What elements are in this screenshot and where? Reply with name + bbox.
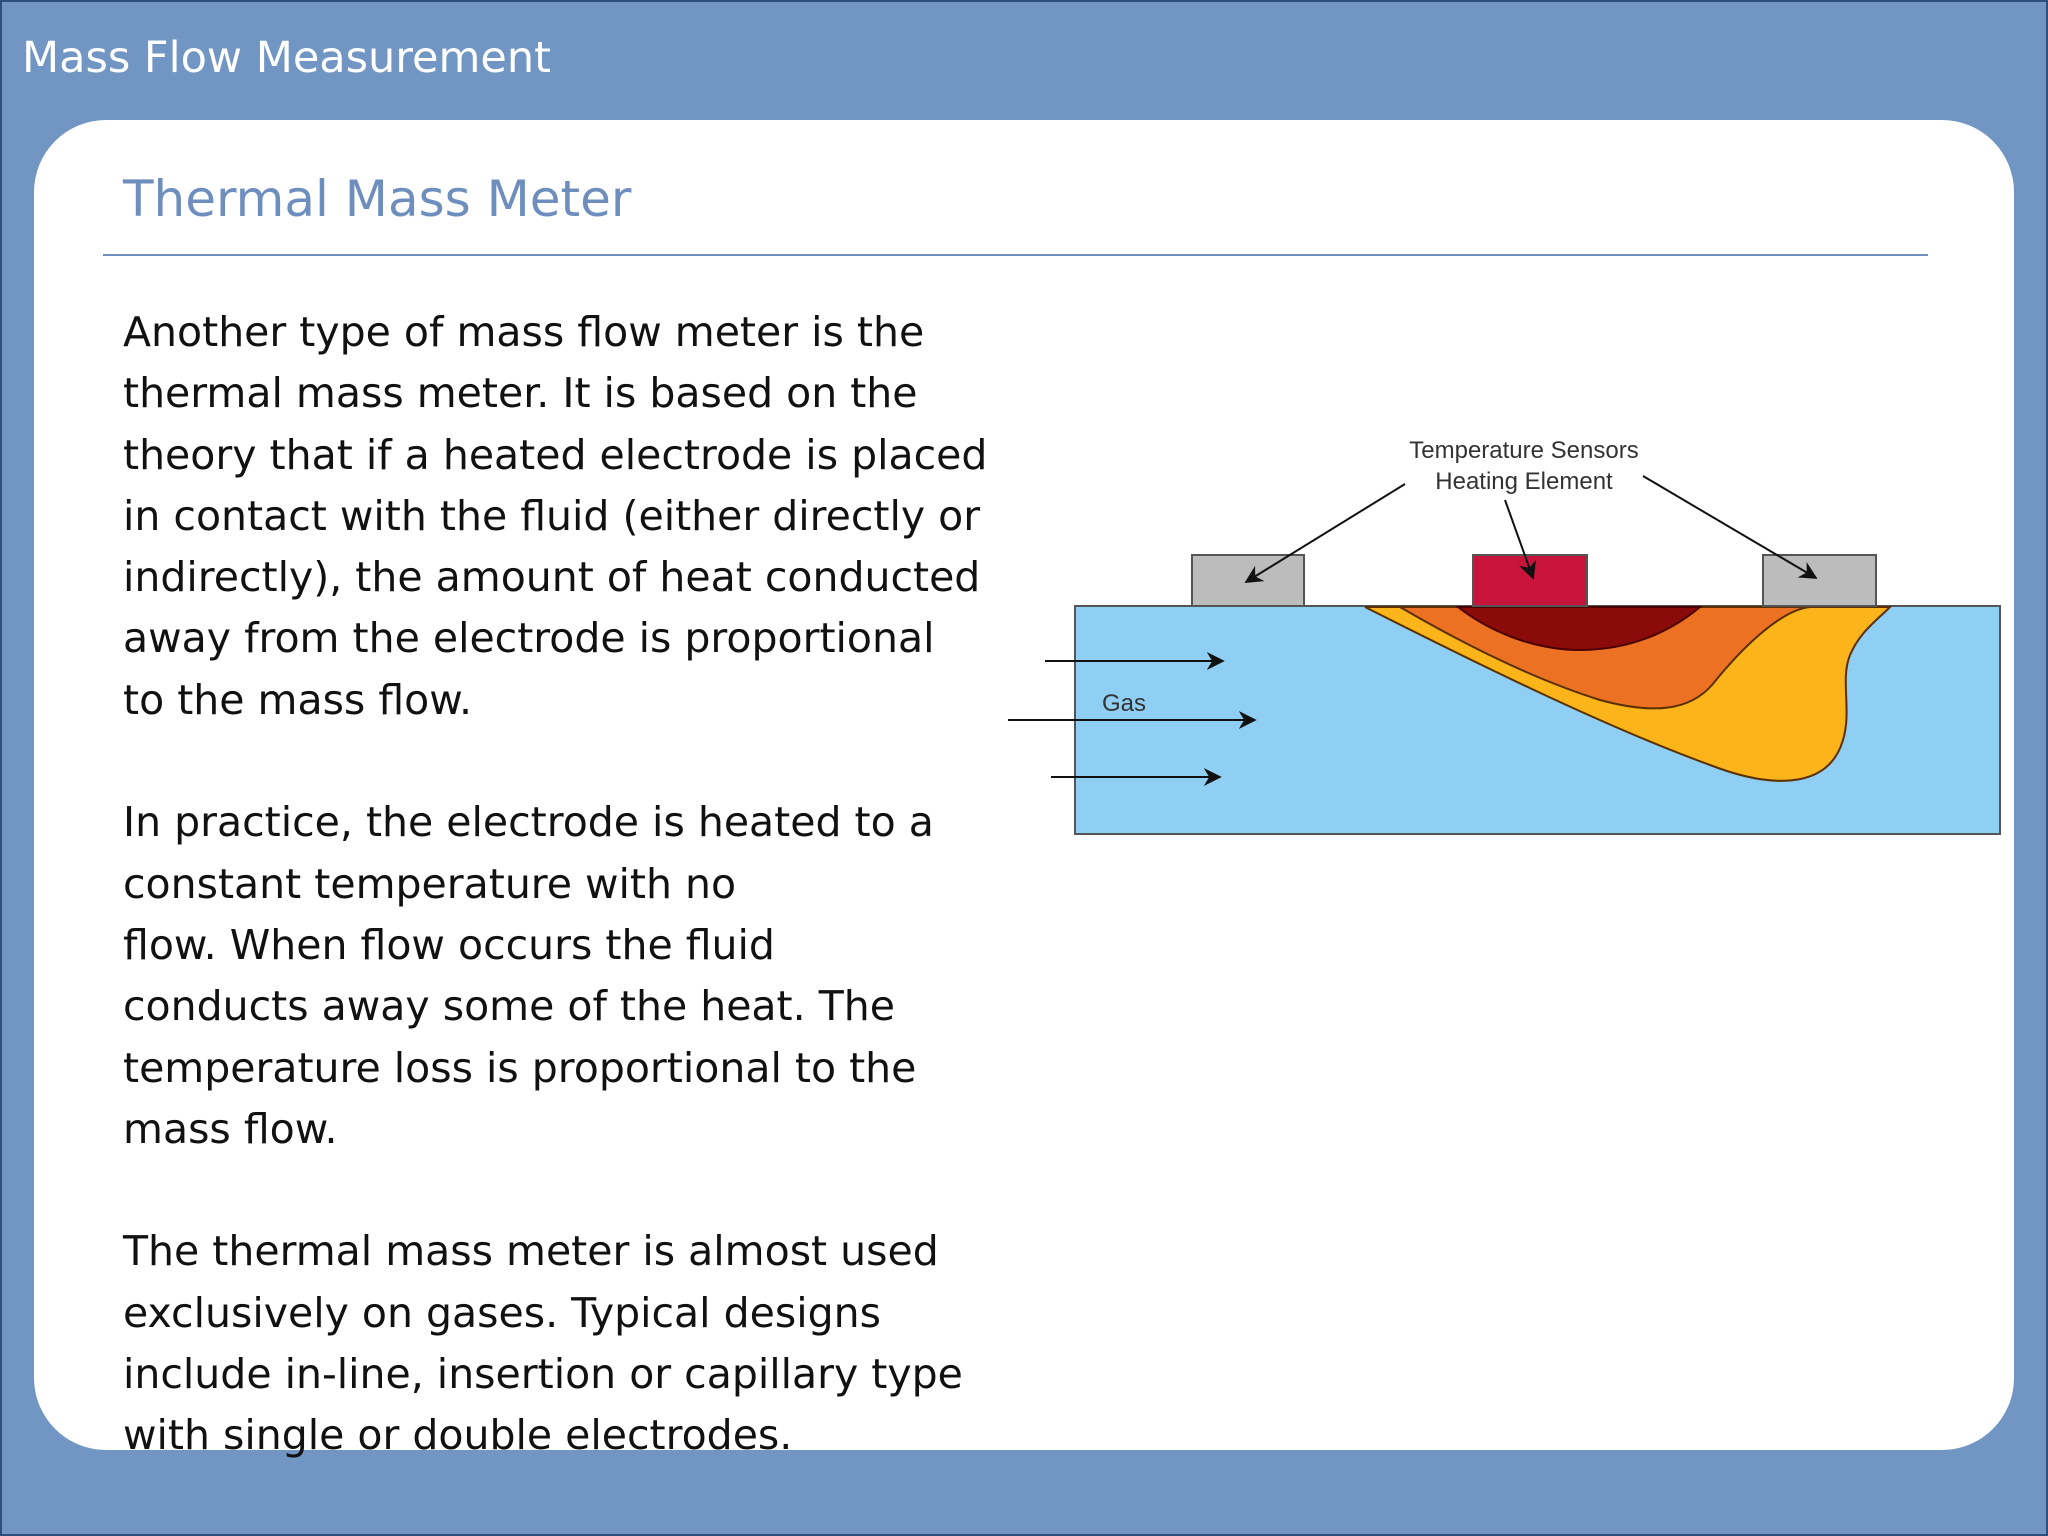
text-line: exclusively on gases. Typical designs: [123, 1288, 881, 1337]
gas-label: Gas: [1102, 690, 1146, 717]
body-text: Another type of mass flow meter is the t…: [123, 302, 1023, 1467]
text-line: include in-line, insertion or capillary …: [123, 1350, 963, 1399]
text-line: to the mass flow.: [123, 675, 473, 724]
heater-pointer-arrow: [1504, 499, 1536, 580]
right-temperature-sensor: [1762, 554, 1877, 607]
text-line: Another type of mass flow meter is the: [123, 308, 925, 356]
text-line: In practice, the electrode is heated to …: [123, 798, 934, 847]
text-line: conducts away some of the heat. The: [123, 982, 895, 1031]
text-line: away from the electrode is proportional: [123, 614, 935, 663]
diagram-svg: Temperature Sensors Heating Element Gas: [1008, 437, 2001, 835]
text-line: flow. When flow occurs the fluid: [123, 920, 775, 969]
text-line: thermal mass meter. It is based on the: [123, 369, 918, 418]
text-line: The thermal mass meter is almost used: [123, 1227, 939, 1276]
paragraph-1: Another type of mass flow meter is the t…: [123, 302, 1023, 731]
paragraph-3: The thermal mass meter is almost used ex…: [123, 1221, 1023, 1466]
hot-core: [1455, 606, 1703, 652]
paragraph-gap: [123, 731, 1023, 792]
text-line: in contact with the fluid (either direct…: [123, 491, 981, 540]
left-sensor-pointer-arrow: [1244, 483, 1406, 583]
slide-title: Thermal Mass Meter: [123, 170, 632, 228]
temperature-sensors-label: Temperature Sensors: [1409, 437, 1638, 464]
paragraph-2: In practice, the electrode is heated to …: [123, 792, 1023, 1160]
text-line: indirectly), the amount of heat conducte…: [123, 553, 981, 602]
text-line: theory that if a heated electrode is pla…: [123, 430, 988, 479]
text-line: temperature loss is proportional to the: [123, 1043, 917, 1092]
header-title: Mass Flow Measurement: [22, 33, 551, 83]
right-sensor-pointer-arrow: [1642, 475, 1818, 579]
heating-element: [1472, 554, 1588, 607]
text-line: mass flow.: [123, 1104, 338, 1153]
paragraph-gap: [123, 1160, 1023, 1221]
heating-element-label: Heating Element: [1435, 468, 1613, 495]
thermal-mass-meter-diagram: Temperature Sensors Heating Element Gas: [990, 410, 2020, 850]
text-line: with single or double electrodes.: [123, 1411, 793, 1460]
title-divider: [103, 254, 1928, 256]
text-line: constant temperature with no: [123, 859, 737, 908]
